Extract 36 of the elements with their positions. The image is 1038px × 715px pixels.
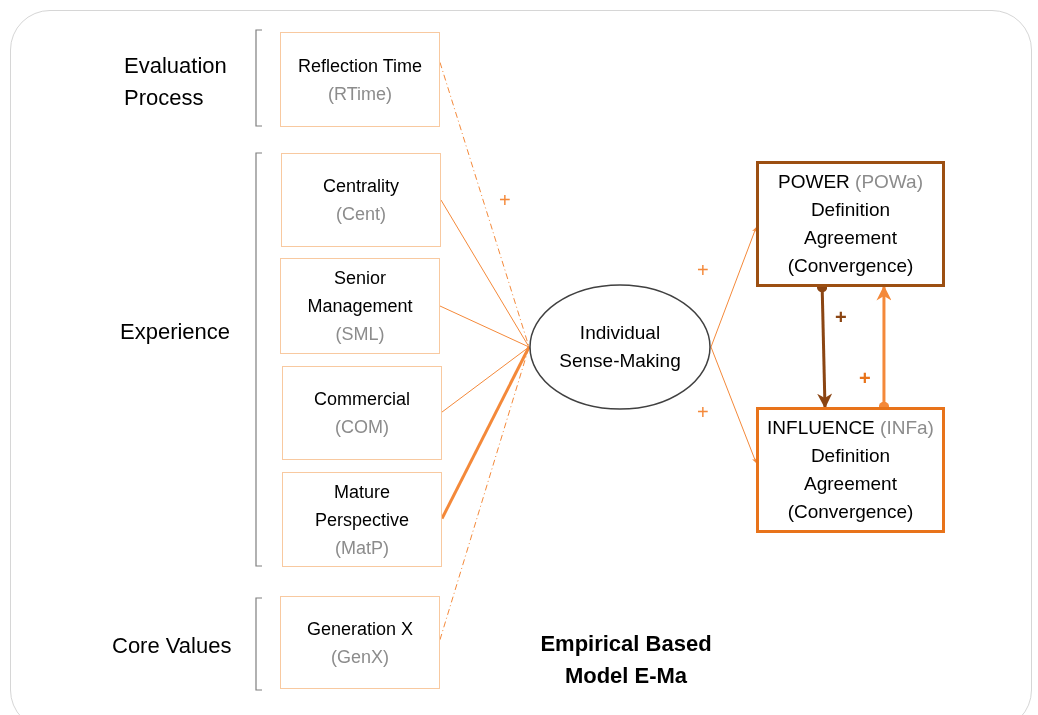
arrow [710,227,757,348]
factor-box [282,472,442,567]
connector-line [441,346,530,413]
group-label: Experience [120,318,232,346]
outcome-box [756,407,945,533]
node-text: Individual Sense-Making [558,321,682,373]
node-text: Definition Agreement (Convergence) [787,199,914,276]
connector-line [440,346,531,520]
node-text: Mature Perspective [313,480,410,532]
abbreviation: (SML) [335,323,385,346]
node-text: INFLUENCE [767,417,875,438]
node-text: Senior Management [306,267,414,318]
abbreviation: (MatP) [335,536,389,560]
abbreviation: (POWa) [855,171,923,192]
diagram-title: Empirical Based Model E-Ma [539,630,713,690]
group-label: Evaluation Process [124,52,228,112]
factor-box [280,258,440,354]
factor-box [281,153,441,247]
node-text: Definition Agreement (Convergence) [787,445,914,522]
factor-box [280,32,440,127]
node-text: Reflection Time [297,54,423,78]
abbreviation: (INFa) [880,417,934,438]
abbreviation: (RTime) [328,82,392,106]
factor-box [280,596,440,689]
abbreviation: (GenX) [331,645,389,669]
node-text: Centrality [323,175,399,198]
connector-line [440,199,530,348]
factor-box [282,366,442,460]
node-text: Commercial [314,388,410,411]
node-text: Generation X [306,617,414,641]
outcome-box [756,161,945,287]
group-label: Core Values [112,632,233,660]
abbreviation: (Cent) [336,203,386,226]
abbreviation: (COM) [335,416,389,439]
node-text: POWER [778,171,850,192]
connector-line [439,305,530,348]
